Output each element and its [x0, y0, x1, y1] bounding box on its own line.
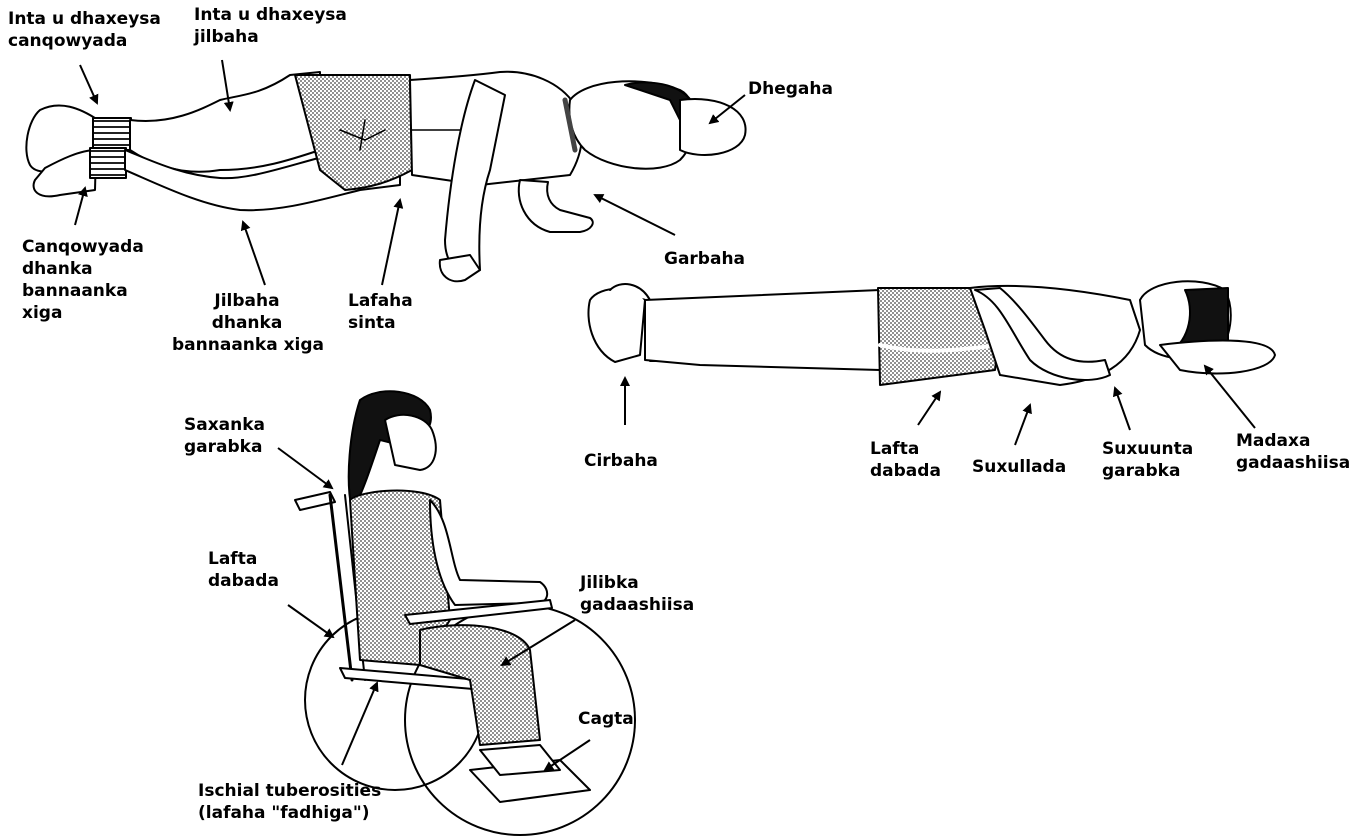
label-head-back-line-1: Madaxa — [1236, 430, 1350, 452]
arrow-feet — [545, 740, 590, 770]
label-ischial: Ischial tuberosities (lafaha "fadhiga") — [198, 780, 381, 824]
side-forearm — [519, 180, 593, 232]
feet — [588, 289, 645, 362]
label-shoulder-blade-sitting-line-2: garabka — [184, 436, 265, 458]
label-shoulder-blade-sitting-line-1: Saxanka — [184, 414, 265, 436]
label-heel-line-1: Cirbaha — [584, 450, 658, 472]
label-tailbone-back-line-2: dabada — [870, 460, 941, 482]
label-inner-knees-line-2: jilbaha — [194, 26, 347, 48]
arrow-shoulder-blade-sitting — [278, 448, 332, 488]
arrow-head-back — [1205, 366, 1255, 428]
label-stomach-line-1: Garbaha — [664, 248, 745, 270]
label-shoulder-blade-back: Suxuunta garabka — [1102, 438, 1193, 482]
pillow-2 — [1160, 341, 1275, 374]
label-tailbone-sitting-line-2: dabada — [208, 570, 279, 592]
label-inner-knees-line-1: Inta u dhaxeysa — [194, 4, 347, 26]
label-ear: Dhegaha — [748, 78, 833, 100]
arrow-ischial — [342, 683, 377, 765]
label-feet: Cagta — [578, 708, 634, 730]
upper-sock — [93, 118, 131, 150]
label-tailbone-back: Lafta dabada — [870, 438, 941, 482]
upper-leg — [130, 72, 320, 172]
arrow-inner-ankles — [80, 65, 97, 103]
label-tailbone-back-line-1: Lafta — [870, 438, 941, 460]
label-shoulder-blade-back-line-2: garabka — [1102, 460, 1193, 482]
label-heel: Cirbaha — [584, 450, 658, 472]
sitting-arm — [430, 500, 547, 605]
label-ankle-outer-line-4: xiga — [22, 302, 144, 324]
arrow-elbows — [1015, 405, 1030, 445]
sitting-head — [385, 415, 436, 470]
label-hip: Lafaha sinta — [348, 290, 413, 334]
back-legs — [645, 290, 880, 370]
lower-sock — [90, 148, 126, 178]
label-tailbone-sitting: Lafta dabada — [208, 548, 279, 592]
label-inner-knees: Inta u dhaxeysa jilbaha — [194, 4, 347, 48]
label-stomach: Garbaha — [664, 248, 745, 270]
label-inner-ankles-line-2: canqowyada — [8, 30, 161, 52]
label-ear-line-1: Dhegaha — [748, 78, 833, 100]
label-feet-line-1: Cagta — [578, 708, 634, 730]
label-shoulder-blade-back-line-1: Suxuunta — [1102, 438, 1193, 460]
arrow-tailbone-back — [918, 392, 940, 425]
label-ischial-line-1: Ischial tuberosities — [198, 780, 381, 802]
label-elbows: Suxullada — [972, 456, 1066, 478]
arrow-tailbone-sitting — [288, 605, 333, 637]
label-tailbone-sitting-line-1: Lafta — [208, 548, 279, 570]
label-back-of-knee-line-1: Jilibka — [580, 572, 694, 594]
pillow-1 — [680, 99, 746, 155]
label-ankle-outer: Canqowyada dhanka bannaanka xiga — [22, 236, 144, 324]
label-ankle-outer-line-1: Canqowyada — [22, 236, 144, 258]
label-elbows-line-1: Suxullada — [972, 456, 1066, 478]
back-lying-figure — [588, 281, 1275, 385]
arrow-shoulder-blade-back — [1115, 388, 1130, 430]
label-ischial-line-2: (lafaha "fadhiga") — [198, 802, 381, 824]
label-hip-line-2: sinta — [348, 312, 413, 334]
label-ankle-outer-line-2: dhanka — [22, 258, 144, 280]
label-knee-outer-line-3: bannaanka xiga — [172, 334, 322, 356]
label-shoulder-blade-sitting: Saxanka garabka — [184, 414, 265, 458]
label-knee-outer: Jilbaha dhanka bannaanka xiga — [172, 290, 322, 356]
arrow-knee-outer — [243, 222, 265, 285]
label-inner-ankles: Inta u dhaxeysa canqowyada — [8, 8, 161, 52]
label-hip-line-1: Lafaha — [348, 290, 413, 312]
label-back-of-knee-line-2: gadaashiisa — [580, 594, 694, 616]
label-head-back-line-2: gadaashiisa — [1236, 452, 1350, 474]
label-ankle-outer-line-3: bannaanka — [22, 280, 144, 302]
label-back-of-knee: Jilibka gadaashiisa — [580, 572, 694, 616]
arrow-hip — [382, 200, 400, 285]
arrow-stomach — [595, 195, 675, 235]
label-head-back: Madaxa gadaashiisa — [1236, 430, 1350, 474]
label-knee-outer-line-1: Jilbaha — [172, 290, 322, 312]
label-knee-outer-line-2: dhanka — [172, 312, 322, 334]
label-inner-ankles-line-1: Inta u dhaxeysa — [8, 8, 161, 30]
